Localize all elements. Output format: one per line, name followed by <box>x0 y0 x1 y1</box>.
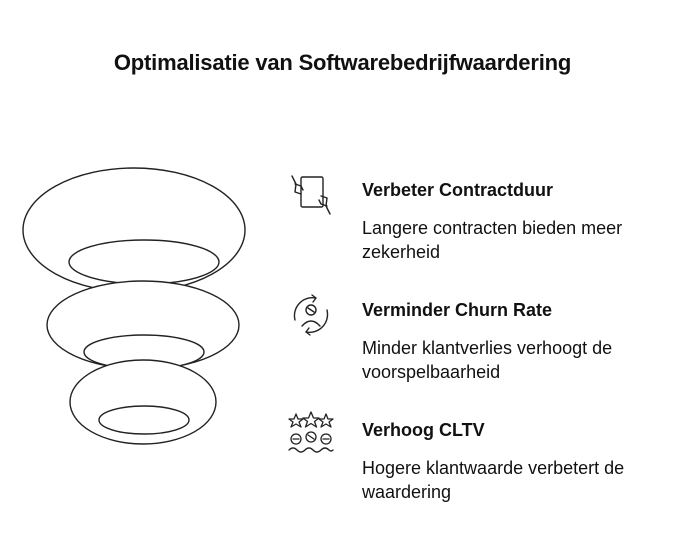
item-description: Langere contracten bieden meer zekerheid <box>362 218 623 262</box>
handshake-document-icon <box>291 175 331 215</box>
item-description: Minder klantverlies verhoogt de voorspel… <box>362 338 613 382</box>
stars-coins-icon <box>288 411 334 453</box>
item-heading: Verbeter Contractduur <box>362 180 554 200</box>
customer-refresh-icon <box>293 294 329 336</box>
funnel-ring-bottom-inner <box>98 405 190 435</box>
page-title: Optimalisatie van Softwarebedrijfwaarder… <box>113 50 572 75</box>
item-heading: Verhoog CLTV <box>362 420 485 440</box>
funnel-ring-top-inner <box>68 239 220 285</box>
item-heading: Verminder Churn Rate <box>362 300 553 320</box>
item-description: Hogere klantwaarde verbetert de waarderi… <box>362 458 625 502</box>
